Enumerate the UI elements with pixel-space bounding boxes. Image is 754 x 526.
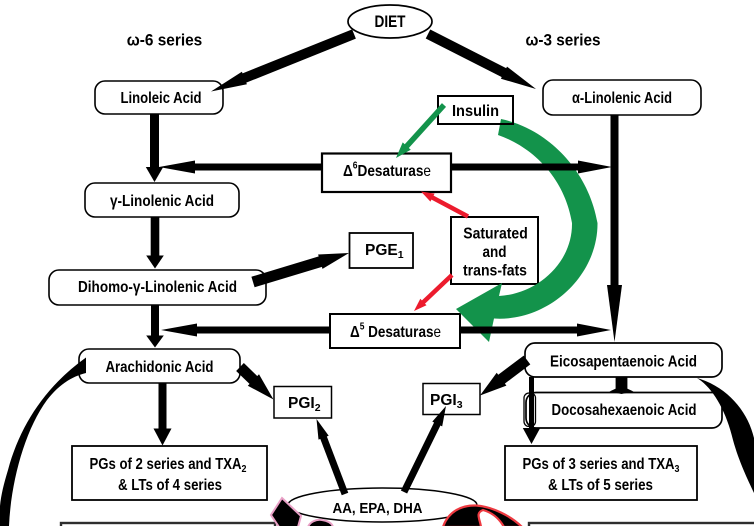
svg-text:α-Linolenic Acid: α-Linolenic Acid [572,90,672,107]
svg-text:PGE1: PGE1 [365,242,404,261]
svg-text:& LTs of 4 series: & LTs of 4 series [118,477,222,494]
svg-text:PGI3: PGI3 [430,392,463,411]
svg-text:Eicosapentaenoic Acid: Eicosapentaenoic Acid [550,354,697,371]
svg-text:Insulin: Insulin [452,103,499,120]
svg-text:& LTs of 5 series: & LTs of 5 series [548,477,653,494]
svg-text:Saturated: Saturated [463,226,528,243]
svg-text:trans-fats: trans-fats [463,263,527,280]
svg-text:PGI2: PGI2 [288,395,321,414]
svg-text:and: and [483,244,507,261]
svg-text:AA, EPA, DHA: AA, EPA, DHA [333,500,423,517]
svg-text:ω-3 series: ω-3 series [526,31,601,50]
svg-text:DIET: DIET [375,13,406,31]
svg-text:Arachidonic Acid: Arachidonic Acid [106,359,214,376]
svg-text:Δ5 Desaturase: Δ5 Desaturase [350,322,441,342]
svg-text:PGs of 2 series and TXA2: PGs of 2 series and TXA2 [90,456,247,475]
svg-text:ω-6 series: ω-6 series [127,31,203,50]
svg-text:PGs of 3 series and TXA3: PGs of 3 series and TXA3 [523,456,680,475]
svg-text:γ-Linolenic Acid: γ-Linolenic Acid [110,193,214,210]
svg-text:Dihomo-γ-Linolenic Acid: Dihomo-γ-Linolenic Acid [78,279,237,296]
svg-text:Docosahexaenoic Acid: Docosahexaenoic Acid [552,402,697,419]
svg-text:Δ6Desaturase: Δ6Desaturase [343,161,431,181]
svg-text:Linoleic Acid: Linoleic Acid [121,90,202,107]
